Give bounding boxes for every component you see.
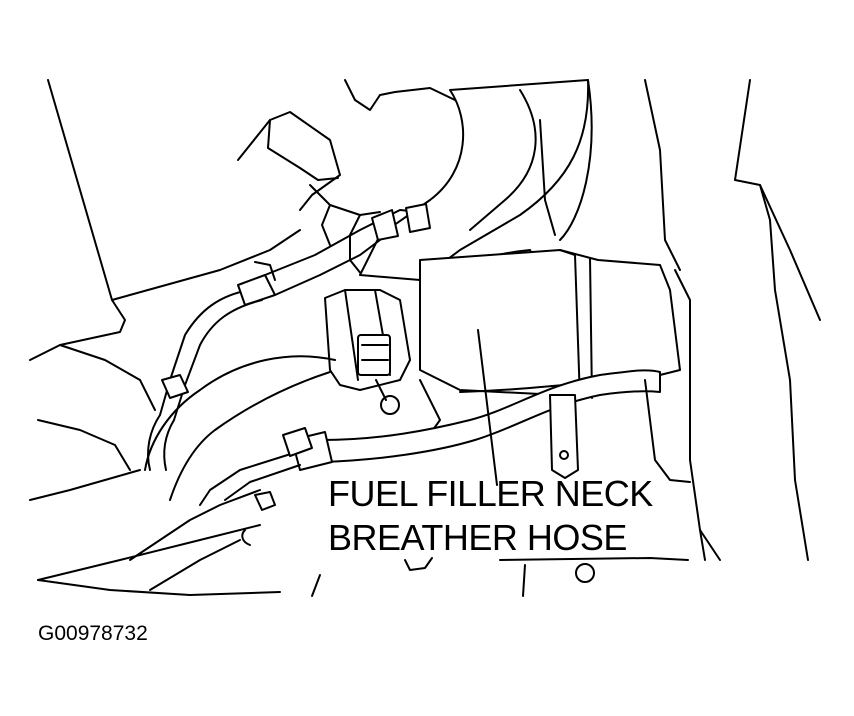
- filler-neck-sleeve: [419, 249, 681, 401]
- breather-hose-lower: [199, 369, 661, 506]
- figure-id: G00978732: [38, 622, 148, 645]
- callout-label-line-1: FUEL FILLER NECK: [328, 473, 653, 514]
- callout-label-line-2: BREATHER HOSE: [328, 517, 627, 558]
- left-body-panel: [29, 79, 301, 581]
- hose-clamp: [324, 289, 411, 415]
- right-body-panel: [644, 79, 821, 561]
- hose-clamp-tag: [549, 394, 579, 479]
- bottom-frame: [37, 489, 689, 597]
- vapor-pipes: [147, 203, 431, 471]
- callout-leader: [477, 329, 498, 486]
